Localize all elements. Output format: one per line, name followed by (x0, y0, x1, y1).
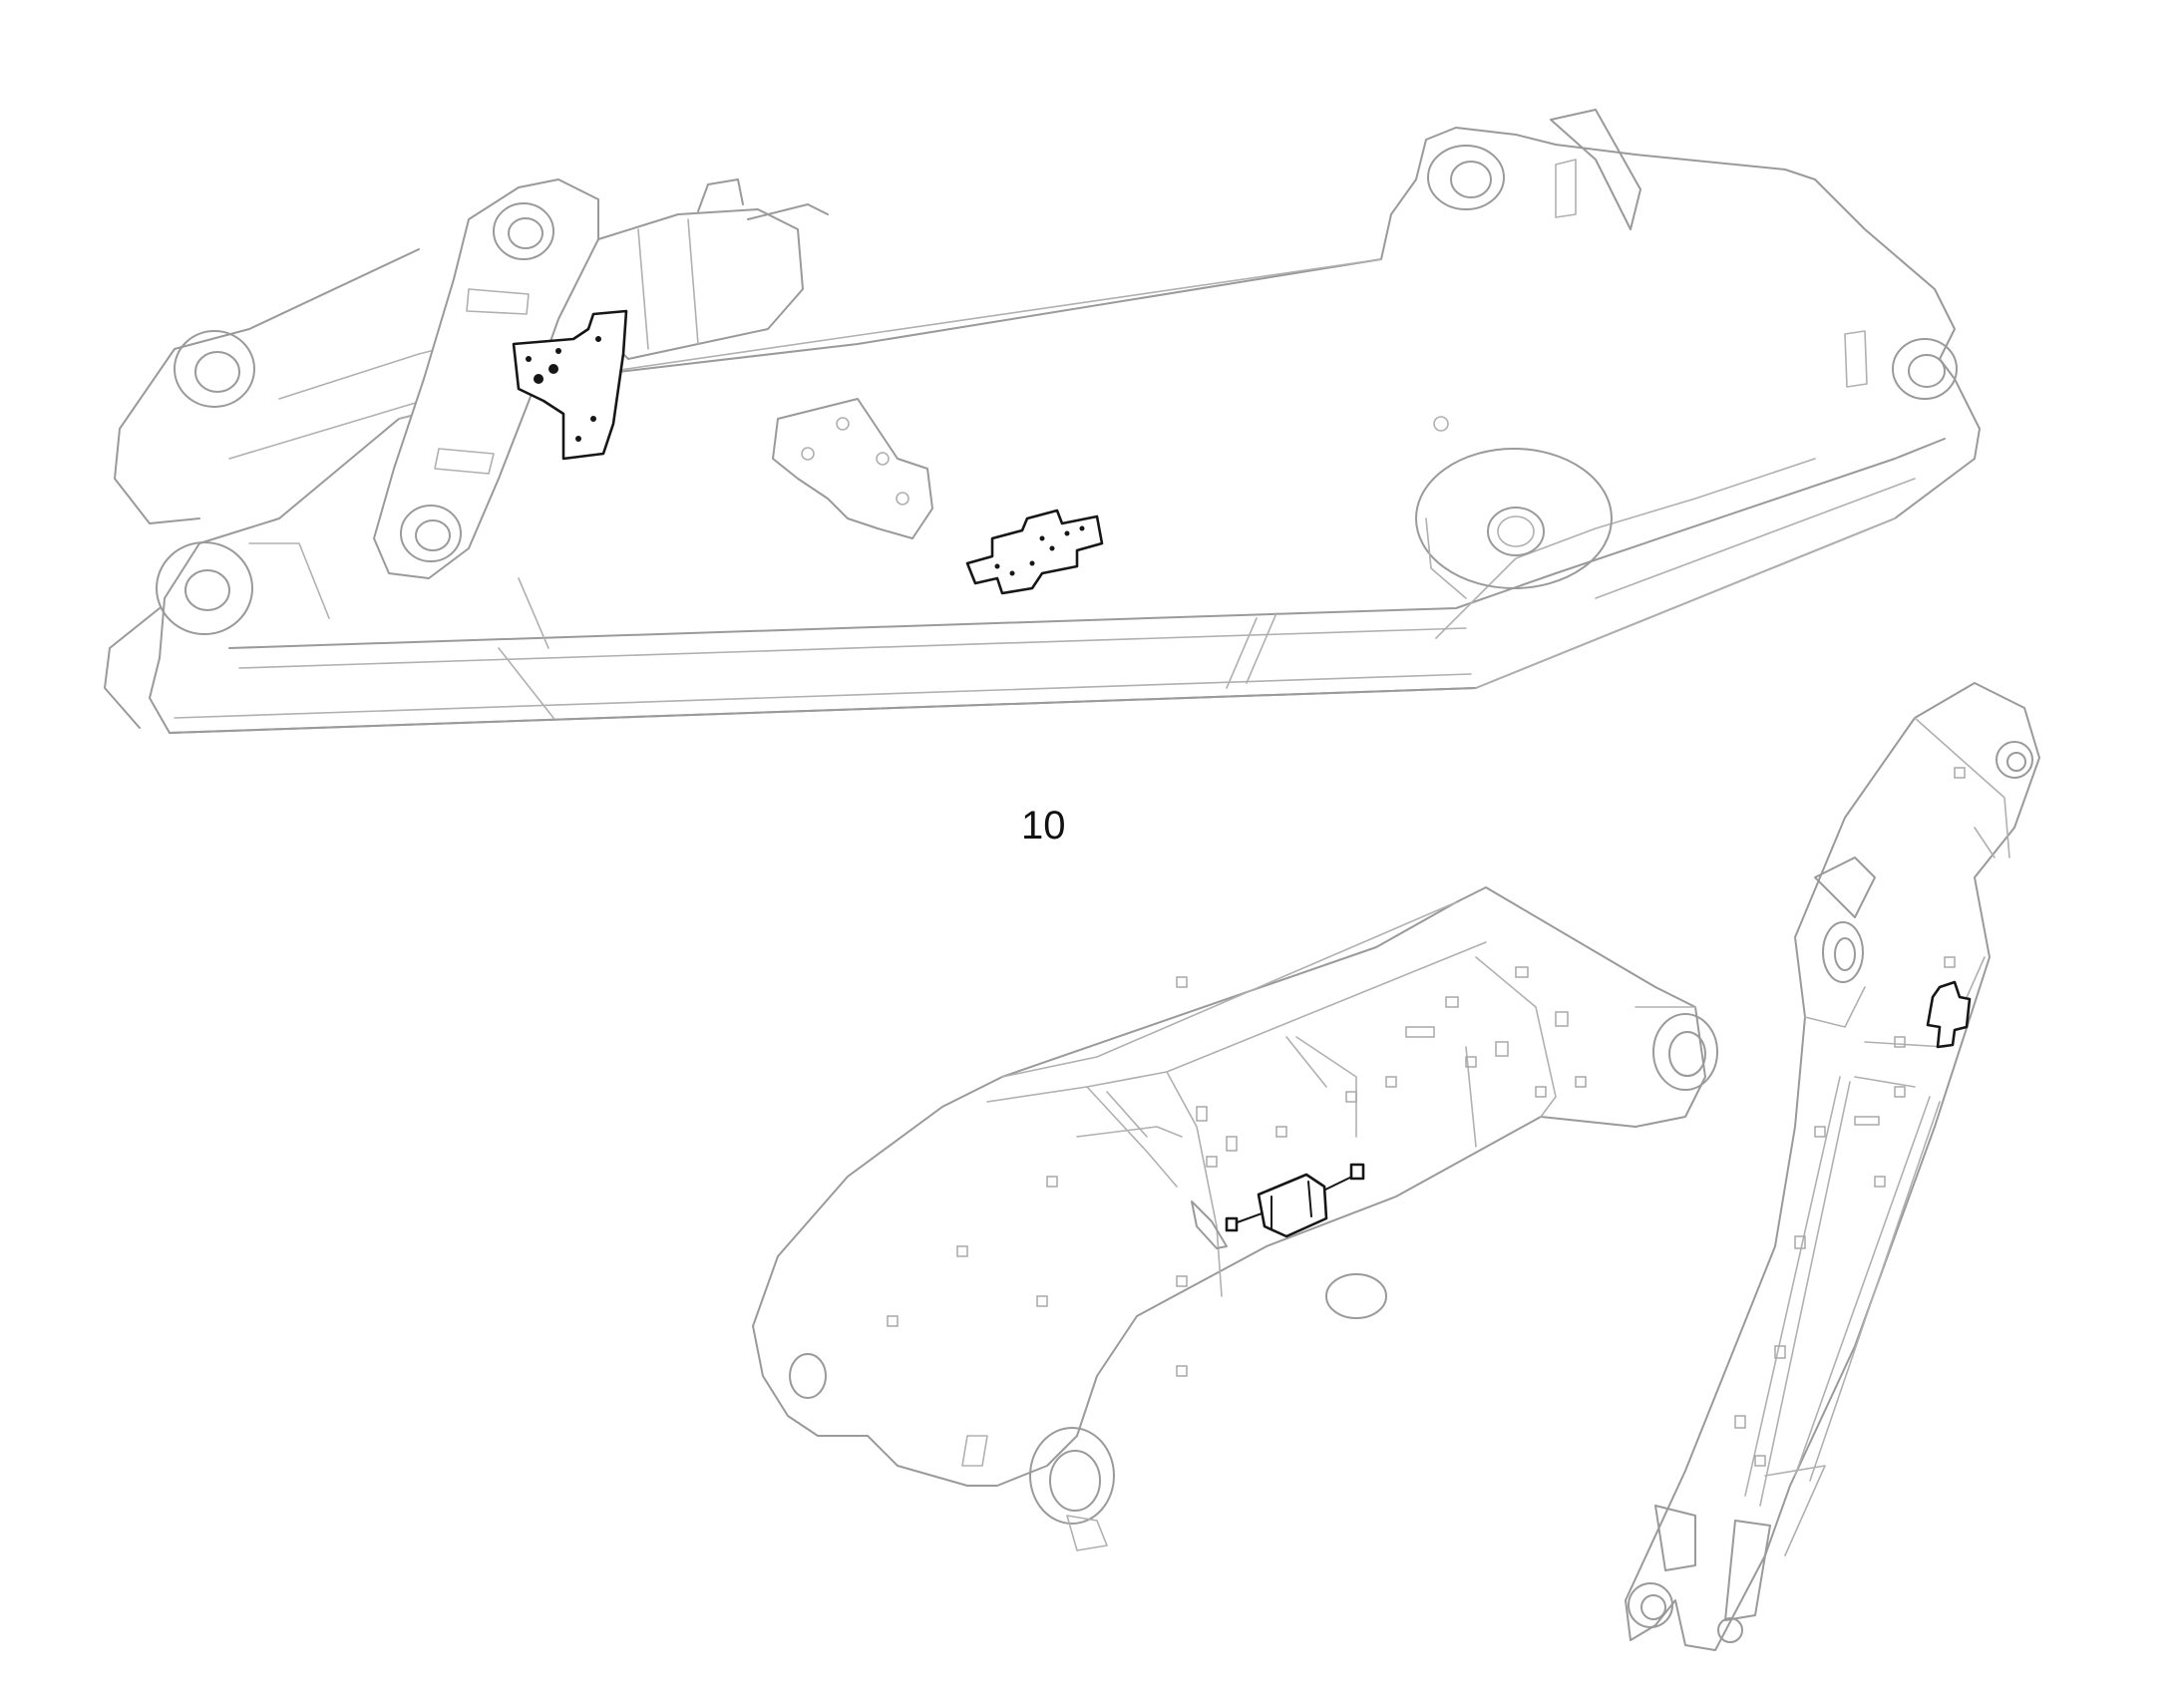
arm-assembly (1625, 682, 2040, 1651)
lower-boom-section (752, 886, 1718, 1551)
hose-clamp-highlight (1225, 1163, 1365, 1238)
callout-label: 10 (1021, 804, 1066, 848)
arm-bracket-highlight (1926, 980, 1972, 1049)
cross-bracket-highlight (965, 509, 1104, 595)
link-plate (373, 178, 599, 579)
mounting-plate-highlight (512, 309, 628, 461)
upper-boom-assembly (104, 109, 1981, 734)
